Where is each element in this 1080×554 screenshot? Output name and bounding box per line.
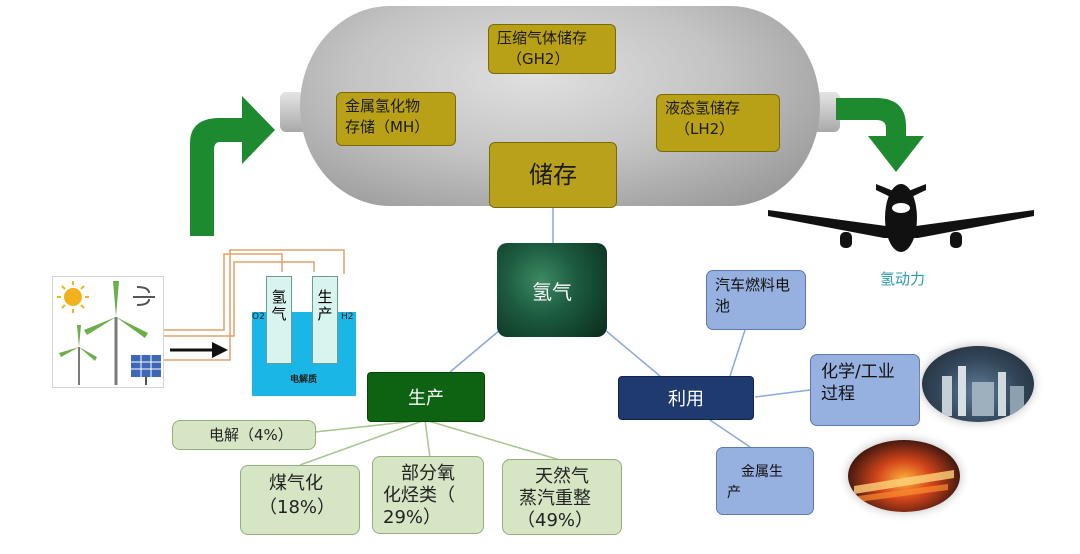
renewables-panel [52,276,164,388]
connector-use-car [729,329,746,377]
solar-panel-icon [131,355,161,385]
compressed-gas-line2: （GH2） [507,50,570,68]
metal-hydride-line1: 金属氢化物 [345,97,421,115]
renewables-illustration [57,281,161,385]
green-arrow-up-icon [190,96,275,236]
connector-prod-partial [424,419,431,459]
connector-use-metal [709,419,751,448]
partial-oxidation-box: 部分氧 化烃类（ 29%） [372,456,484,534]
steel-mill-photo [848,440,960,512]
metal-line1: 金属生 [741,464,783,480]
utilization-hub: 利用 [618,376,754,420]
metal-hydride-line2: 存储（MH） [345,118,430,136]
left-tube-char2: 气 [271,305,287,323]
liquid-line2: （LH2） [675,120,735,138]
connector-prod-steam [424,419,561,461]
steam-reforming-box: 天然气 蒸汽重整 （49%） [502,459,622,535]
compressed-gas-storage-box: 压缩气体储存 （GH2） [488,24,616,74]
factory-photo [922,346,1034,422]
steam-line2: 蒸汽重整 [519,488,591,509]
right-tube-char1: 生 [317,288,333,306]
liquid-hydrogen-storage-box: 液态氢储存 （LH2） [656,94,780,152]
hydrogen-core-label: 氢气 [532,279,572,304]
wind-turbine-icon [59,281,148,385]
production-hub: 生产 [367,372,485,422]
connector-prod-coal [299,419,426,466]
partial-line3: 29%） [383,507,442,528]
sun-icon [57,281,89,313]
hydrogen-core-box: 氢气 [497,243,607,337]
steel-mill-icon [854,470,954,502]
metal-line2: 产 [727,485,741,501]
storage-center-label: 储存 [529,160,577,189]
connector-use-chemical [754,389,811,398]
utilization-hub-label: 利用 [668,389,704,410]
metal-hydride-storage-box: 金属氢化物 存储（MH） [336,92,456,146]
orange-wires [164,249,345,361]
chemical-line2: 过程 [821,384,855,404]
connector-h2-production [449,329,501,373]
fuel-cell-line2: 池 [715,297,731,315]
electrolysis-label: 电解（4%） [209,426,293,444]
metal-production-box: 金属生 产 [716,447,814,515]
fuel-cell-car-box: 汽车燃料电 池 [706,270,806,330]
connector-prod-electrolysis [314,419,426,433]
electrolyzer-tube-left: 氢 气 [266,276,292,364]
production-hub-label: 生产 [408,388,444,409]
green-arrow-down-icon [836,98,924,172]
coal-gasification-box: 煤气化 （18%） [240,465,360,535]
h2-label: H2 [341,312,354,322]
chemical-industry-box: 化学/工业 过程 [810,354,920,426]
electrolyzer-tube-right: 生 产 [312,276,338,364]
black-arrow-icon [170,342,228,358]
storage-center-box: 储存 [489,142,617,208]
right-tube-char2: 产 [317,305,333,323]
liquid-line1: 液态氢储存 [665,99,741,117]
chemical-line1: 化学/工业 [821,362,895,382]
partial-line2: 化烃类（ [383,485,455,506]
connector-h2-utilization [604,329,661,377]
compressed-gas-line1: 压缩气体储存 [497,29,588,47]
partial-line1: 部分氧 [401,463,455,484]
factory-icon [942,366,1024,416]
coal-line1: 煤气化 [269,473,323,494]
electrolyte-label: 电解质 [290,375,318,385]
o2-label: O2 [252,312,265,322]
wind-icon [133,286,155,306]
coal-line2: （18%） [259,497,336,518]
electrolysis-box: 电解（4%） [172,420,316,450]
airplane-icon [768,184,1034,252]
fuel-cell-line1: 汽车燃料电 [715,276,791,294]
left-tube-char1: 氢 [271,288,287,306]
steam-line3: （49%） [517,510,594,531]
steam-line1: 天然气 [535,466,589,487]
hydrogen-power-label: 氢动力 [880,270,926,288]
